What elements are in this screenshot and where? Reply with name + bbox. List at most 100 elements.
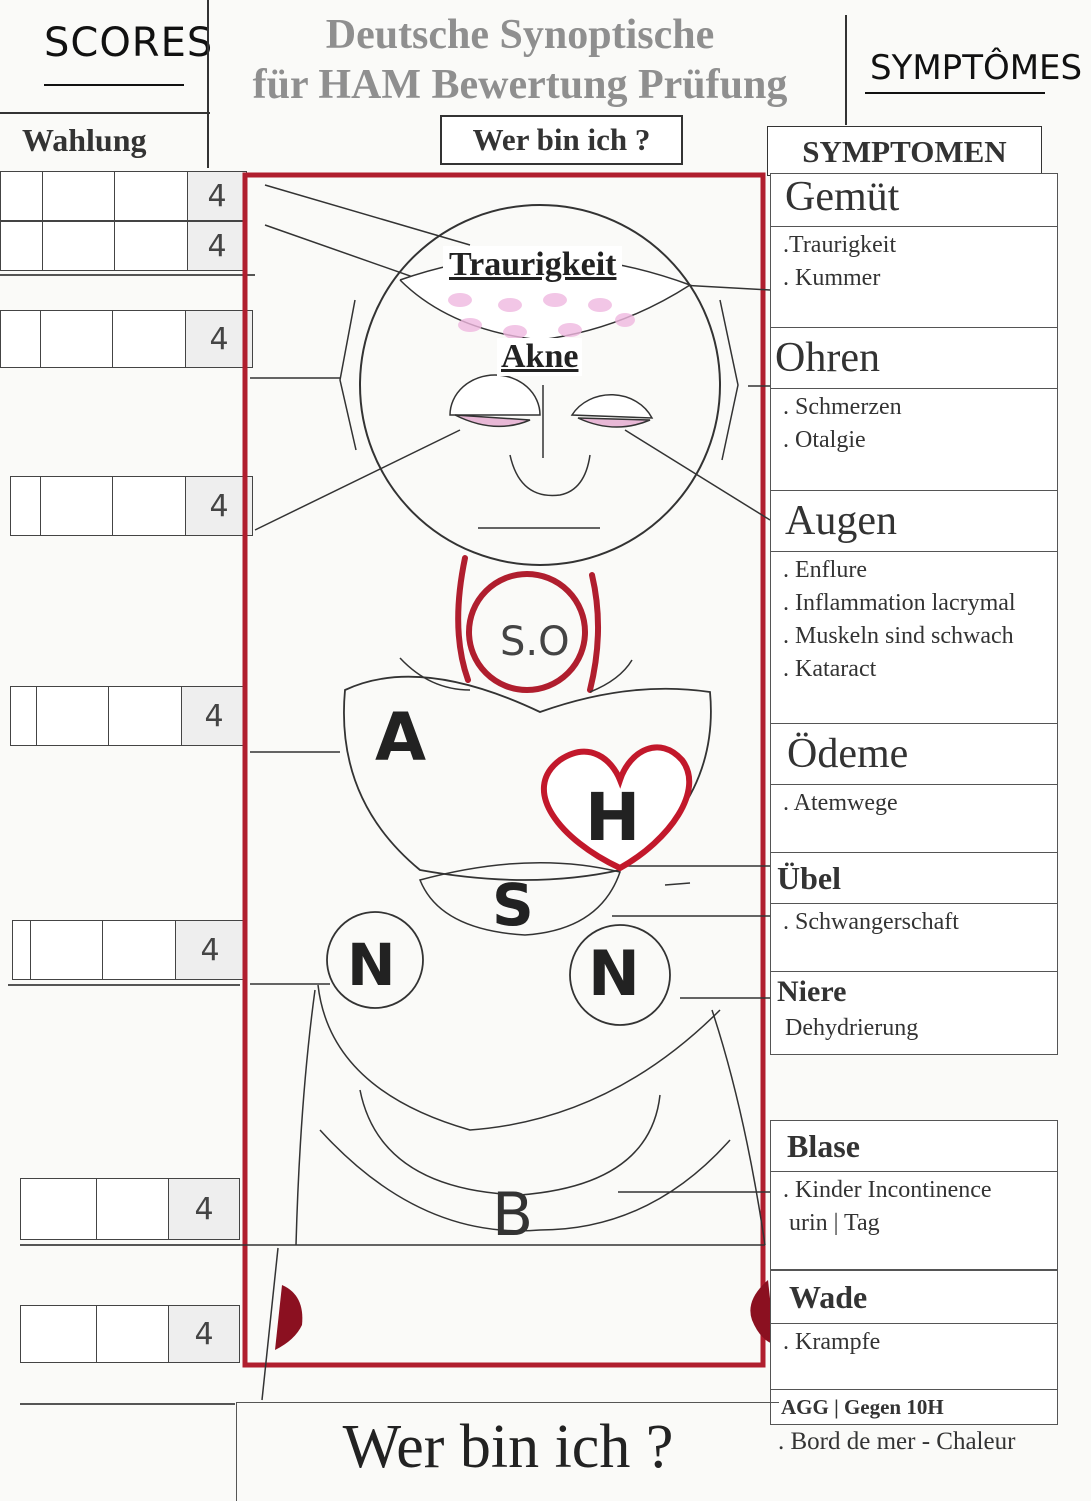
score-cell[interactable]	[42, 171, 114, 221]
score-cell[interactable]	[96, 1305, 168, 1363]
scores-heading: SCORES	[44, 20, 214, 66]
score-value: 4	[175, 920, 245, 980]
score-row-3: 4	[0, 310, 253, 368]
label-h: H	[585, 779, 640, 856]
bord-de-mer: . Bord de mer - Chaleur	[778, 1428, 1016, 1455]
score-cell[interactable]	[20, 1178, 96, 1240]
symptom-item: . Kummer	[783, 265, 881, 291]
kidney-right	[569, 924, 671, 1026]
score-cell[interactable]	[40, 476, 112, 536]
symptom-item: . Atemwege	[783, 790, 898, 816]
symptom-item: . Kataract	[783, 656, 877, 682]
symptom-wade: Wade . Krampfe	[770, 1270, 1058, 1390]
symptom-item: . Inflammation lacrymal	[783, 590, 1016, 616]
score-row-6: 4	[12, 920, 245, 980]
wer-bin-ich-box: Wer bin ich ?	[440, 115, 683, 165]
wahlung-label: Wahlung	[22, 122, 147, 158]
symptomen-label: SYMPTOMEN	[802, 134, 1007, 169]
symptom-odeme: Ödeme . Atemwege	[770, 723, 1058, 853]
symptom-item: . Krampfe	[783, 1329, 881, 1355]
symptom-title: Ödeme	[787, 731, 909, 777]
score-cell[interactable]	[0, 171, 42, 221]
left-rule	[8, 984, 240, 986]
face-lines	[478, 385, 600, 529]
score-cell[interactable]	[42, 221, 114, 271]
score-cell[interactable]	[102, 920, 175, 980]
score-cell[interactable]	[0, 221, 42, 271]
score-row-8: 4	[20, 1305, 240, 1363]
score-cell[interactable]	[114, 221, 187, 271]
symptom-item: urin | Tag	[789, 1210, 880, 1236]
label-n-right: N	[588, 937, 640, 1010]
score-cell[interactable]	[96, 1178, 168, 1240]
wer-bin-ich-label: Wer bin ich ?	[472, 122, 651, 157]
left-rule	[20, 1403, 235, 1405]
shoulder-lines	[399, 657, 633, 693]
score-cell[interactable]	[0, 310, 40, 368]
symptom-title: Niere	[777, 975, 847, 1008]
score-value: 4	[185, 476, 253, 536]
left-rule	[0, 274, 255, 276]
score-cell[interactable]	[112, 476, 185, 536]
calf-right	[750, 1280, 775, 1345]
heart	[540, 744, 693, 872]
label-so: S.O	[500, 619, 570, 665]
head	[359, 204, 721, 566]
symptom-ohren: Ohren . Schmerzen . Otalgie	[770, 327, 1058, 491]
symptom-augen: Augen . Enflure . Inflammation lacrymal …	[770, 490, 1058, 724]
score-value: 4	[185, 310, 253, 368]
label-traurigkeit: Traurigkeit	[443, 246, 623, 284]
symptom-title: Wade	[789, 1279, 868, 1315]
symptom-item: Dehydrierung	[785, 1015, 919, 1041]
agg-label: AGG | Gegen 10H	[781, 1395, 944, 1419]
symptomen-box: SYMPTOMEN	[767, 126, 1042, 176]
symptom-title: Gemüt	[785, 174, 900, 220]
abdomen	[295, 984, 766, 1246]
score-row-2: 4	[0, 221, 247, 271]
score-value: 4	[168, 1305, 240, 1363]
figure-frame	[242, 172, 766, 1368]
symptom-item: . Otalgie	[783, 427, 866, 453]
left-rule	[20, 1244, 240, 1246]
score-cell[interactable]	[10, 686, 36, 746]
symptom-item: .Traurigkeit	[783, 232, 897, 258]
score-row-5: 4	[10, 686, 247, 746]
aggravation-row: AGG | Gegen 10H	[770, 1389, 1058, 1425]
ears	[339, 299, 739, 461]
symptom-ubel: Übel . Schwangerschaft	[770, 852, 1058, 972]
stomach	[418, 861, 621, 936]
title-line-2: für HAM Bewertung Prüfung	[252, 62, 788, 108]
score-cell[interactable]	[30, 920, 102, 980]
score-cell[interactable]	[10, 476, 40, 536]
score-cell[interactable]	[36, 686, 108, 746]
label-n-left: N	[347, 931, 396, 999]
label-akne: Akne	[497, 338, 583, 376]
symptom-item: . Kinder Incontinence	[783, 1177, 992, 1203]
score-row-7: 4	[20, 1178, 240, 1240]
header-rule	[0, 112, 210, 114]
score-row-4: 4	[10, 476, 253, 536]
score-cell[interactable]	[20, 1305, 96, 1363]
header-divider-right	[845, 15, 847, 125]
footer-wer-bin-ich: Wer bin ich ?	[236, 1402, 779, 1501]
score-cell[interactable]	[114, 171, 187, 221]
symptomes-underline	[865, 92, 1045, 94]
calf-left	[275, 1285, 303, 1350]
score-value: 4	[181, 686, 247, 746]
neck	[455, 555, 602, 693]
symptom-niere: Niere Dehydrierung	[770, 971, 1058, 1055]
score-cell[interactable]	[12, 920, 30, 980]
connector-lines	[240, 184, 778, 1401]
symptom-item: . Schmerzen	[783, 394, 902, 420]
kidney-left	[326, 911, 424, 1009]
score-cell[interactable]	[108, 686, 181, 746]
score-cell[interactable]	[112, 310, 185, 368]
label-a: A	[375, 699, 426, 776]
score-cell[interactable]	[40, 310, 112, 368]
header-divider-left	[207, 0, 209, 168]
symptom-item: . Schwangerschaft	[783, 909, 959, 935]
title-line-1: Deutsche Synoptische	[325, 12, 715, 58]
scores-underline	[44, 84, 184, 86]
symptom-gemut: Gemüt .Traurigkeit . Kummer	[770, 173, 1058, 328]
